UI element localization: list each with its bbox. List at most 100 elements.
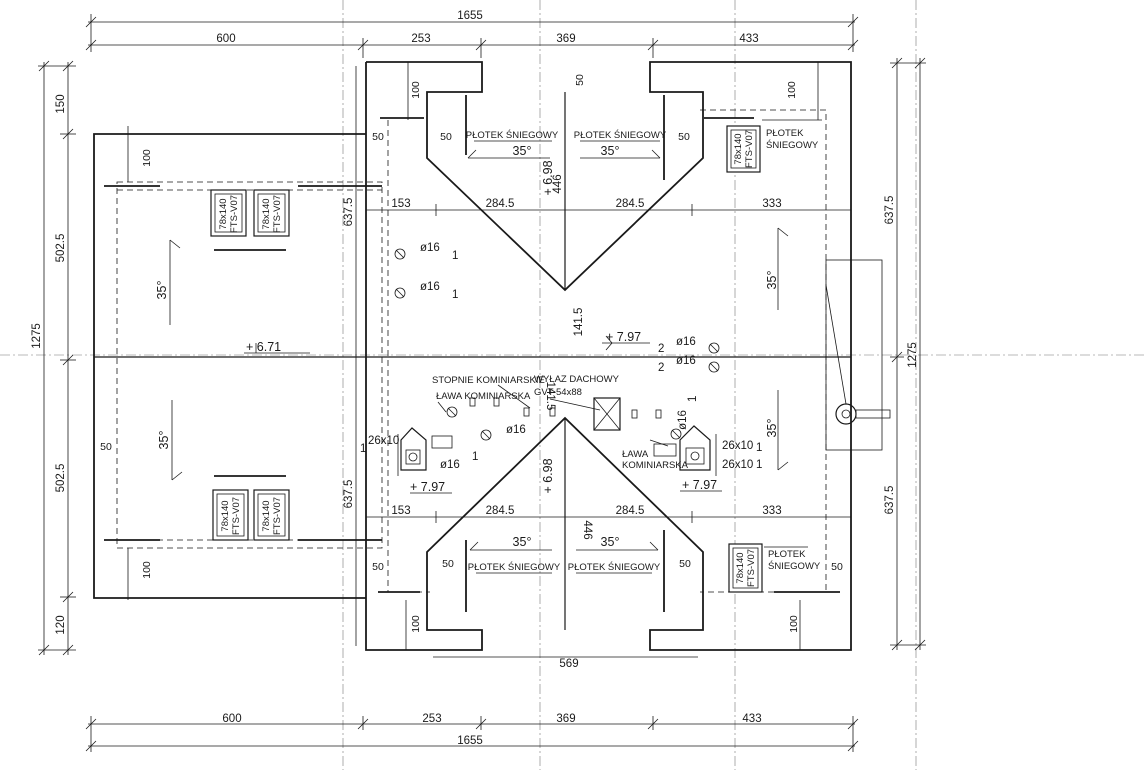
dim-eave-50-i: 50 <box>831 561 843 573</box>
dim-eave-50-c: 50 <box>678 131 690 143</box>
roof-window-4 <box>253 489 290 541</box>
chimney-right-size-2: 26x10 <box>722 459 753 471</box>
dim-lower-284a: 284.5 <box>486 505 515 517</box>
window-3-size: 78x140 <box>220 500 231 531</box>
window-2-size: 78x140 <box>261 198 272 229</box>
dim-top-253: 253 <box>411 33 430 45</box>
snow-guard-label-1: PŁOTEK ŚNIEGOWY <box>466 129 559 141</box>
chimney-left-size: 26x10 <box>368 435 399 447</box>
dim-eave-50-a: 50 <box>372 131 384 143</box>
dim-eave-100-c: 100 <box>141 149 153 167</box>
dim-top-total: 1655 <box>457 10 483 22</box>
dim-dormer-446a: 446 <box>552 174 564 193</box>
window-6-size: 78x140 <box>735 552 746 583</box>
window-5-size: 78x140 <box>733 133 744 164</box>
roof-outline <box>93 61 852 651</box>
pipe-label-6: ø16 <box>440 459 460 471</box>
dim-eave-50-h: 50 <box>679 558 691 570</box>
dim-bottom-569: 569 <box>559 658 578 670</box>
window-2-type: FTS-V07 <box>272 195 283 233</box>
snow-guard-underlines <box>474 119 822 574</box>
dim-dormer-446b: 446 <box>581 520 593 539</box>
dim-eave-100-d: 100 <box>141 561 153 579</box>
dim-upper-153: 153 <box>391 198 410 210</box>
dim-upper-284b: 284.5 <box>616 198 645 210</box>
roof-window-5 <box>726 125 761 173</box>
dim-eave-50-e: 50 <box>100 441 112 453</box>
dim-eave-100-b: 100 <box>786 81 798 99</box>
dim-inner-637a: 637.5 <box>343 198 355 227</box>
window-3-type: FTS-V07 <box>231 497 242 535</box>
dim-left-total: 1275 <box>31 323 43 349</box>
pitch-label-7: 35° <box>765 271 779 290</box>
dim-eave-50-f: 50 <box>372 561 384 573</box>
pipe-7-count: 1 <box>687 396 699 402</box>
dim-top-369: 369 <box>556 33 575 45</box>
window-6-type: FTS-V07 <box>746 549 757 587</box>
dim-bottom-total: 1655 <box>457 735 483 747</box>
dim-bottom-433: 433 <box>742 713 761 725</box>
pipe-1-count: 1 <box>452 250 458 262</box>
top-dimension-lines <box>85 14 859 58</box>
dim-left-502a: 502.5 <box>55 234 67 263</box>
pipe-label-2: ø16 <box>420 281 440 293</box>
dim-inner-637b: 637.5 <box>343 480 355 509</box>
chimney-steps-label: STOPNIE KOMINIARSKIE <box>432 375 545 386</box>
left-dimension-lines <box>38 60 76 656</box>
window-5-type: FTS-V07 <box>744 130 755 168</box>
level-chimney-left: + 7.97 <box>410 480 445 494</box>
dim-upper-333: 333 <box>762 198 781 210</box>
dim-lower-153: 153 <box>391 505 410 517</box>
snow-guard-bars <box>104 95 840 612</box>
dim-eave-100-a: 100 <box>410 81 422 99</box>
snow-guard-label-6b: ŚNIEGOWY <box>768 560 821 572</box>
eave-ticks <box>127 62 819 650</box>
pipe-4-count: 2 <box>658 362 664 374</box>
level-marks <box>244 335 722 494</box>
pipe-label-7: ø16 <box>677 410 689 430</box>
chimney-bench-label-right-1: ŁAWA <box>622 449 649 460</box>
window-1-type: FTS-V07 <box>229 195 240 233</box>
pitch-label-2: 35° <box>157 431 171 450</box>
level-dormer-lower: + 6.98 <box>541 458 555 493</box>
dim-lower-284b: 284.5 <box>616 505 645 517</box>
pipe-2-count: 1 <box>452 289 458 301</box>
pitch-label-3: 35° <box>513 144 532 158</box>
dim-right-total: 1275 <box>907 342 919 368</box>
right-dimension-lines <box>890 57 926 651</box>
roof-window-6 <box>728 543 763 593</box>
dim-ridge-141b: 141.5 <box>544 382 556 411</box>
window-4-size: 78x140 <box>261 500 272 531</box>
dim-eave-100-f: 100 <box>788 615 800 633</box>
pitch-label-8: 35° <box>765 419 779 438</box>
slope-arrows <box>169 149 789 551</box>
level-chimney-right: + 7.97 <box>682 478 717 492</box>
pitch-label-1: 35° <box>155 281 169 300</box>
roof-exit-label-2: GVT 54x88 <box>534 387 582 398</box>
dim-top-433: 433 <box>739 33 758 45</box>
bottom-dimension-lines <box>85 656 859 752</box>
pipe-label-1: ø16 <box>420 242 440 254</box>
dim-left-502b: 502.5 <box>55 464 67 493</box>
pipe-label-4: ø16 <box>676 355 696 367</box>
dim-eave-50-g: 50 <box>442 558 454 570</box>
chimney-steps <box>437 384 669 447</box>
pitch-label-6: 35° <box>601 535 620 549</box>
dim-ridge-141a: 141.5 <box>573 308 585 337</box>
chimney-right-size-1: 26x10 <box>722 440 753 452</box>
inner-dimension-rows <box>355 66 851 646</box>
dim-left-150: 150 <box>55 94 67 113</box>
chimney-left-count: 1 <box>360 443 366 455</box>
roof-exit-label-1: WYŁAZ DACHOWY <box>534 374 620 385</box>
pipe-symbols <box>394 248 720 441</box>
ventilation-outlet <box>825 284 891 425</box>
dim-eave-50-d: 50 <box>574 74 586 86</box>
chimney-bench-label-right-2: KOMINIARSKA <box>622 460 689 471</box>
dim-bottom-369: 369 <box>556 713 575 725</box>
chimney-left <box>397 427 453 476</box>
snow-guard-label-4: PŁOTEK ŚNIEGOWY <box>568 561 661 573</box>
snow-guard-label-3: PŁOTEK ŚNIEGOWY <box>468 561 561 573</box>
dim-bottom-253: 253 <box>422 713 441 725</box>
dim-left-120: 120 <box>55 615 67 634</box>
